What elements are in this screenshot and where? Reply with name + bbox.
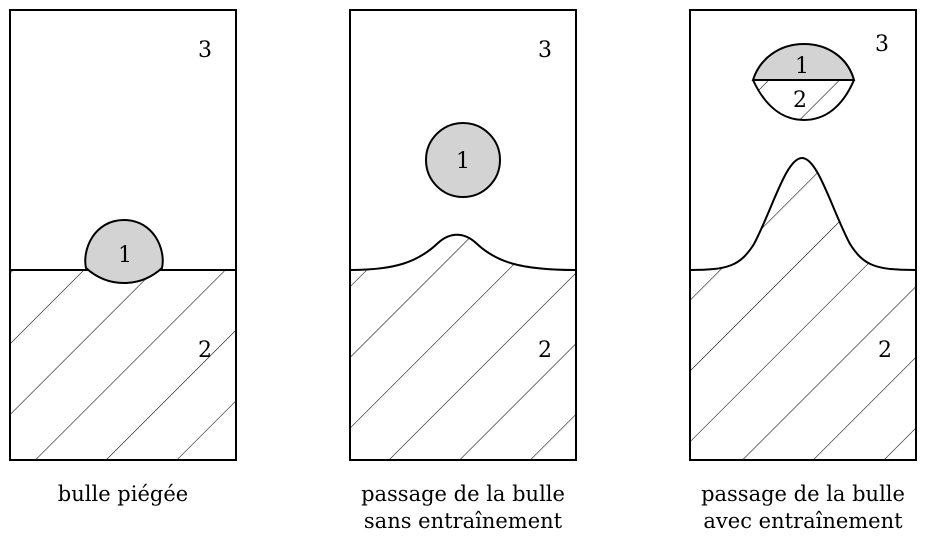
label-phase-3: 3 bbox=[198, 38, 212, 63]
rising-bubble bbox=[425, 122, 501, 198]
panel-frame bbox=[349, 9, 577, 461]
liquid-phase-2-region bbox=[10, 270, 236, 460]
entrained-liquid-outline bbox=[752, 79, 855, 122]
caption-line: bulle piégée bbox=[57, 482, 189, 506]
entraining-bubble-cap bbox=[751, 42, 856, 81]
entrained-liquid-region bbox=[753, 80, 854, 120]
label-phase-3: 3 bbox=[538, 38, 552, 63]
panel-no-entrainment: 1 2 3 bbox=[349, 9, 577, 461]
liquid-phase-2-region bbox=[690, 158, 916, 460]
label-phase-2: 2 bbox=[878, 338, 892, 363]
caption-trapped: bulle piégée bbox=[0, 481, 246, 508]
jet-interface bbox=[689, 156, 917, 271]
caption-line: passage de la bulle bbox=[701, 482, 905, 506]
label-entrained-phase-2: 2 bbox=[793, 88, 807, 113]
liquid-phase-2-region bbox=[350, 234, 576, 460]
caption-line: passage de la bulle bbox=[361, 482, 565, 506]
label-phase-2: 2 bbox=[198, 338, 212, 363]
label-phase-2: 2 bbox=[538, 338, 552, 363]
caption-with-entrainment: passage de la bulle avec entraînement bbox=[680, 481, 926, 535]
panel-frame bbox=[689, 9, 917, 461]
label-phase-1: 1 bbox=[456, 149, 470, 174]
caption-no-entrainment: passage de la bulle sans entraînement bbox=[340, 481, 586, 535]
deformed-interface bbox=[349, 233, 577, 271]
panel-trapped: 1 2 3 bbox=[9, 9, 237, 461]
caption-line: sans entraînement bbox=[363, 509, 563, 533]
caption-line: avec entraînement bbox=[703, 509, 903, 533]
panel-with-entrainment: 1 2 2 3 bbox=[689, 9, 917, 461]
label-phase-1: 1 bbox=[795, 54, 809, 79]
label-phase-1: 1 bbox=[118, 243, 132, 268]
panel-frame bbox=[9, 9, 237, 461]
label-phase-3: 3 bbox=[875, 32, 889, 57]
trapped-bubble bbox=[84, 218, 164, 284]
